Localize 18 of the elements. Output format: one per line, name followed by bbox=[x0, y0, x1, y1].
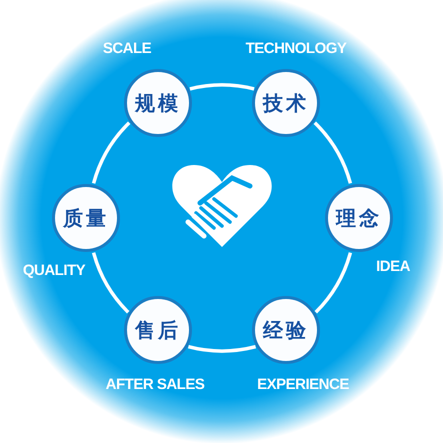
ring-arc bbox=[314, 122, 352, 184]
ring-arc bbox=[188, 344, 256, 353]
node-label: QUALITY bbox=[22, 262, 86, 279]
node-label: 经验 bbox=[263, 316, 309, 344]
node-label: 技术 bbox=[263, 90, 309, 116]
ring-arc bbox=[92, 122, 130, 184]
node-label: TECHNOLOGY bbox=[246, 40, 346, 57]
node-label: 规模 bbox=[135, 90, 181, 116]
ring-arc bbox=[92, 252, 130, 314]
node-label: 质量 bbox=[63, 204, 109, 232]
node-label: IDEA bbox=[376, 258, 410, 275]
ring-arc bbox=[190, 83, 254, 91]
node-label: EXPERIENCE bbox=[257, 376, 349, 393]
ring-arc bbox=[314, 252, 352, 314]
node-label: 理念 bbox=[336, 204, 382, 232]
node-label: 售后 bbox=[135, 316, 181, 344]
node-label: AFTER SALES bbox=[106, 376, 204, 393]
node-label: SCALE bbox=[102, 40, 152, 57]
